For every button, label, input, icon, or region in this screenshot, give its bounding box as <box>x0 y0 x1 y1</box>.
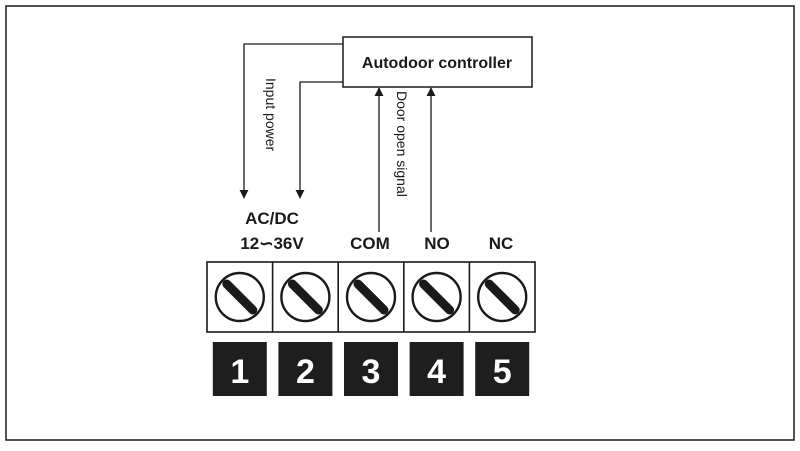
door-signal-wires <box>374 87 436 232</box>
power-wire-1 <box>239 43 343 199</box>
terminal-number-5: 5 <box>493 353 512 391</box>
controller-box-outline <box>342 36 533 88</box>
terminal-labels: AC/DC 12∽36V COM NO NC <box>240 209 513 253</box>
power-terminal-label-line2: 12∽36V <box>240 234 304 253</box>
outer-frame <box>5 5 795 441</box>
terminal-number-1: 1 <box>230 353 249 391</box>
terminal-number-tile-2 <box>278 342 333 396</box>
terminal-number-tile-5 <box>475 342 530 396</box>
terminal-number-2: 2 <box>296 353 315 391</box>
screw-slot <box>484 279 520 315</box>
terminal-screw-4 <box>411 271 462 323</box>
nc-terminal-label: NC <box>489 234 514 253</box>
terminal-number-3: 3 <box>362 353 381 391</box>
power-wire-2 <box>295 81 343 199</box>
terminal-number-4: 4 <box>427 353 446 391</box>
terminal-block <box>206 261 536 333</box>
screw-slot <box>222 279 258 315</box>
screw-slot <box>419 279 455 315</box>
screw-slot <box>287 279 323 315</box>
terminal-screw-1 <box>214 271 266 323</box>
terminal-screw-2 <box>280 271 331 323</box>
terminal-number-tile-3 <box>344 342 398 396</box>
terminal-number-row: 1 2 3 4 5 <box>212 342 530 396</box>
input-power-label: Input power <box>263 78 279 151</box>
controller-box: Autodoor controller <box>342 36 533 88</box>
no-terminal-label: NO <box>424 234 450 253</box>
power-terminal-label-line1: AC/DC <box>245 209 299 228</box>
terminal-screw-5 <box>477 271 528 323</box>
screw-slot <box>353 279 389 315</box>
com-terminal-label: COM <box>350 234 390 253</box>
controller-label: Autodoor controller <box>362 55 512 72</box>
terminal-number-tile-4 <box>409 342 464 396</box>
input-power-wires <box>239 43 343 199</box>
terminal-screw-3 <box>345 271 397 323</box>
terminal-number-tile-1 <box>212 342 267 396</box>
door-open-signal-label: Door open signal <box>394 91 410 197</box>
